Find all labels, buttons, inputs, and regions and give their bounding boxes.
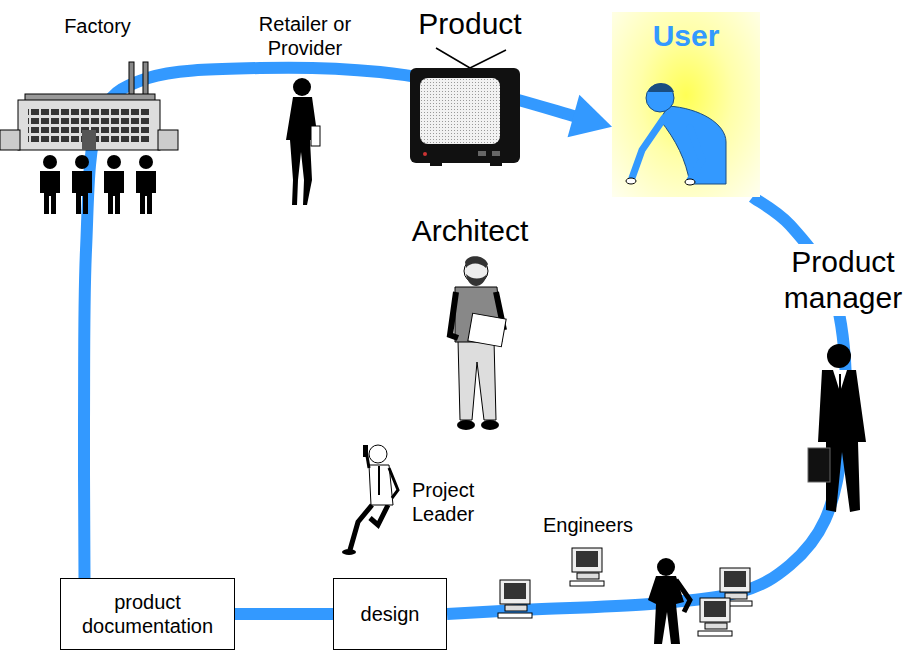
flow-arrow xyxy=(235,614,333,615)
figure-head xyxy=(369,445,387,463)
figure-tie xyxy=(378,466,380,495)
figure-body xyxy=(369,465,393,505)
portfolio xyxy=(468,313,506,346)
worker-icon xyxy=(136,155,156,214)
factory-icon xyxy=(0,62,178,214)
retailer-figure xyxy=(286,78,320,205)
process-box: product documentation xyxy=(60,578,235,650)
node-text: product documentation xyxy=(61,590,234,638)
user-box: User xyxy=(612,12,760,197)
figure-hair xyxy=(465,256,488,268)
figure-head xyxy=(293,78,311,96)
figure-legs xyxy=(458,340,496,420)
factory-windows xyxy=(28,106,150,144)
computer-icon xyxy=(498,580,532,618)
stage-label: Retailer or Provider xyxy=(240,12,370,60)
tv-knob xyxy=(492,151,500,156)
chimney xyxy=(129,62,134,102)
chimney xyxy=(143,62,148,102)
factory-door xyxy=(82,130,96,150)
figure-head xyxy=(464,259,488,283)
role-label: Project Leader xyxy=(412,478,512,526)
role-label: Engineers xyxy=(543,513,653,537)
figure-shoe xyxy=(457,420,475,430)
figure-body xyxy=(818,370,866,512)
engineers-group xyxy=(498,548,752,644)
antenna xyxy=(436,48,506,68)
figure-shirt xyxy=(833,370,847,392)
flow-line xyxy=(235,608,333,620)
figure-tie xyxy=(839,374,841,392)
process-box: design xyxy=(333,578,447,650)
factory-roof xyxy=(25,94,155,102)
phone xyxy=(363,445,368,457)
folder xyxy=(311,126,320,146)
tv-knob xyxy=(478,151,486,156)
worker-icon xyxy=(104,155,124,214)
figure-arm xyxy=(450,292,504,338)
tv-foot xyxy=(430,162,442,166)
computer-icon xyxy=(698,598,732,636)
figure-shoe xyxy=(342,549,356,555)
stage-label: Factory xyxy=(40,14,155,38)
tv-icon xyxy=(410,48,520,166)
product-manager-figure xyxy=(808,344,866,512)
figure-body xyxy=(286,97,318,205)
figure-head xyxy=(657,558,675,576)
flow-line xyxy=(84,68,575,578)
project-leader-figure xyxy=(342,445,398,555)
figure-leg xyxy=(370,505,388,525)
computer-icon xyxy=(718,568,752,606)
architect-figure xyxy=(450,256,506,430)
product-label: Product xyxy=(390,6,550,42)
figure-shoe xyxy=(481,420,499,430)
figure-body xyxy=(648,576,684,644)
factory-building xyxy=(18,100,160,150)
figure-arm xyxy=(389,468,398,498)
node-text: design xyxy=(361,602,420,626)
factory-wing xyxy=(158,130,178,150)
role-label: Architect xyxy=(370,213,570,249)
tv-body xyxy=(410,68,520,163)
tv-screen xyxy=(420,78,500,144)
figure-leg xyxy=(350,505,372,550)
briefcase xyxy=(808,448,830,482)
worker-icon xyxy=(40,155,60,214)
figure-arm xyxy=(676,580,690,612)
role-label: Product manager xyxy=(776,244,910,316)
figure-arm xyxy=(366,450,369,468)
tv-led xyxy=(423,152,427,156)
computer-icon xyxy=(570,548,604,586)
figure-head xyxy=(827,344,851,368)
worker-icon xyxy=(72,155,92,214)
flow-arrow xyxy=(84,68,612,578)
node-text: User xyxy=(612,12,760,54)
arrow-head xyxy=(568,95,612,137)
figure-shirt xyxy=(455,287,502,342)
figure-beard xyxy=(466,274,487,286)
factory-wing xyxy=(0,130,20,150)
tv-foot xyxy=(490,162,502,166)
